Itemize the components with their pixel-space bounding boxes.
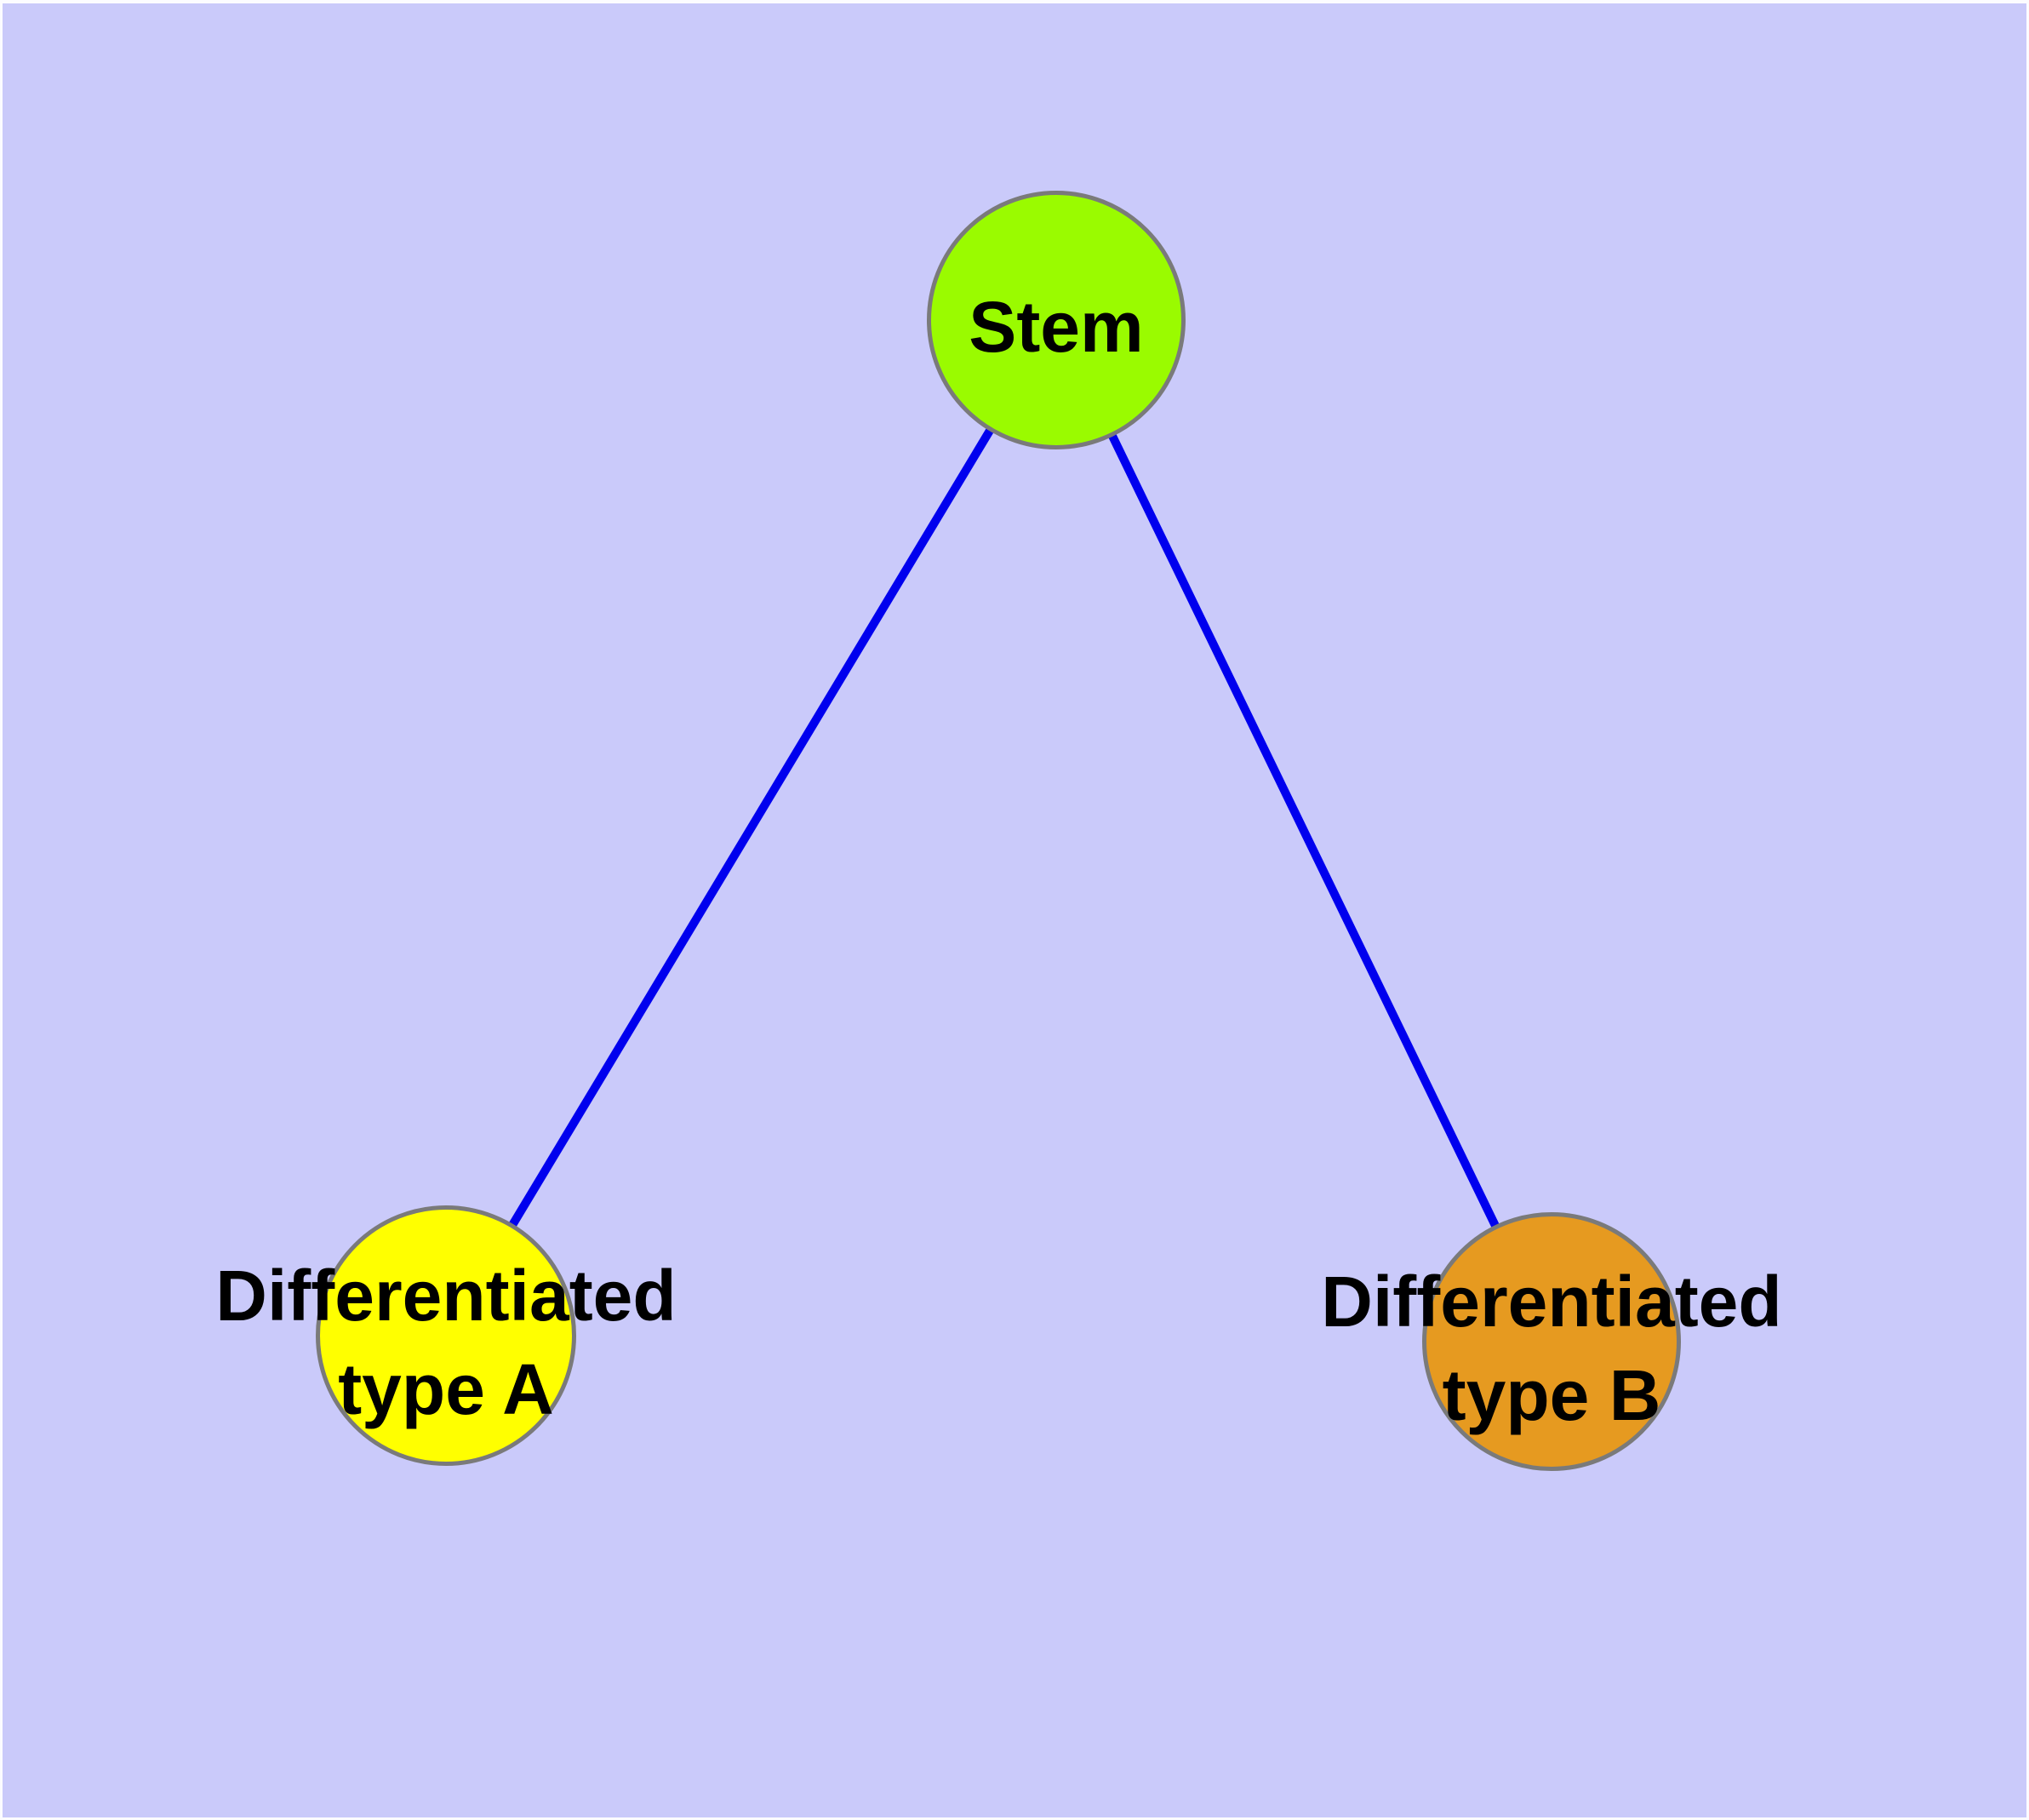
node-type-b-label-line1: Differentiated (1321, 1262, 1782, 1342)
node-stem-label: Stem (969, 280, 1143, 374)
edge-stem-to-type-a[interactable] (442, 318, 1060, 1338)
node-type-b-label: Differentiated type B (1321, 1255, 1781, 1442)
node-type-a-label-line2: type A (338, 1349, 554, 1429)
edge-stem-to-type-b[interactable] (1052, 318, 1556, 1344)
node-type-b-label-line2: type B (1442, 1355, 1661, 1435)
node-differentiated-type-b[interactable] (1422, 1212, 1681, 1471)
node-type-a-label: Differentiated type A (215, 1249, 676, 1436)
node-stem[interactable] (927, 191, 1186, 449)
node-differentiated-type-a[interactable] (316, 1205, 576, 1466)
node-type-a-label-line1: Differentiated (215, 1256, 677, 1336)
edge-layer (442, 318, 1556, 1344)
node-stem-label-text: Stem (969, 287, 1144, 367)
